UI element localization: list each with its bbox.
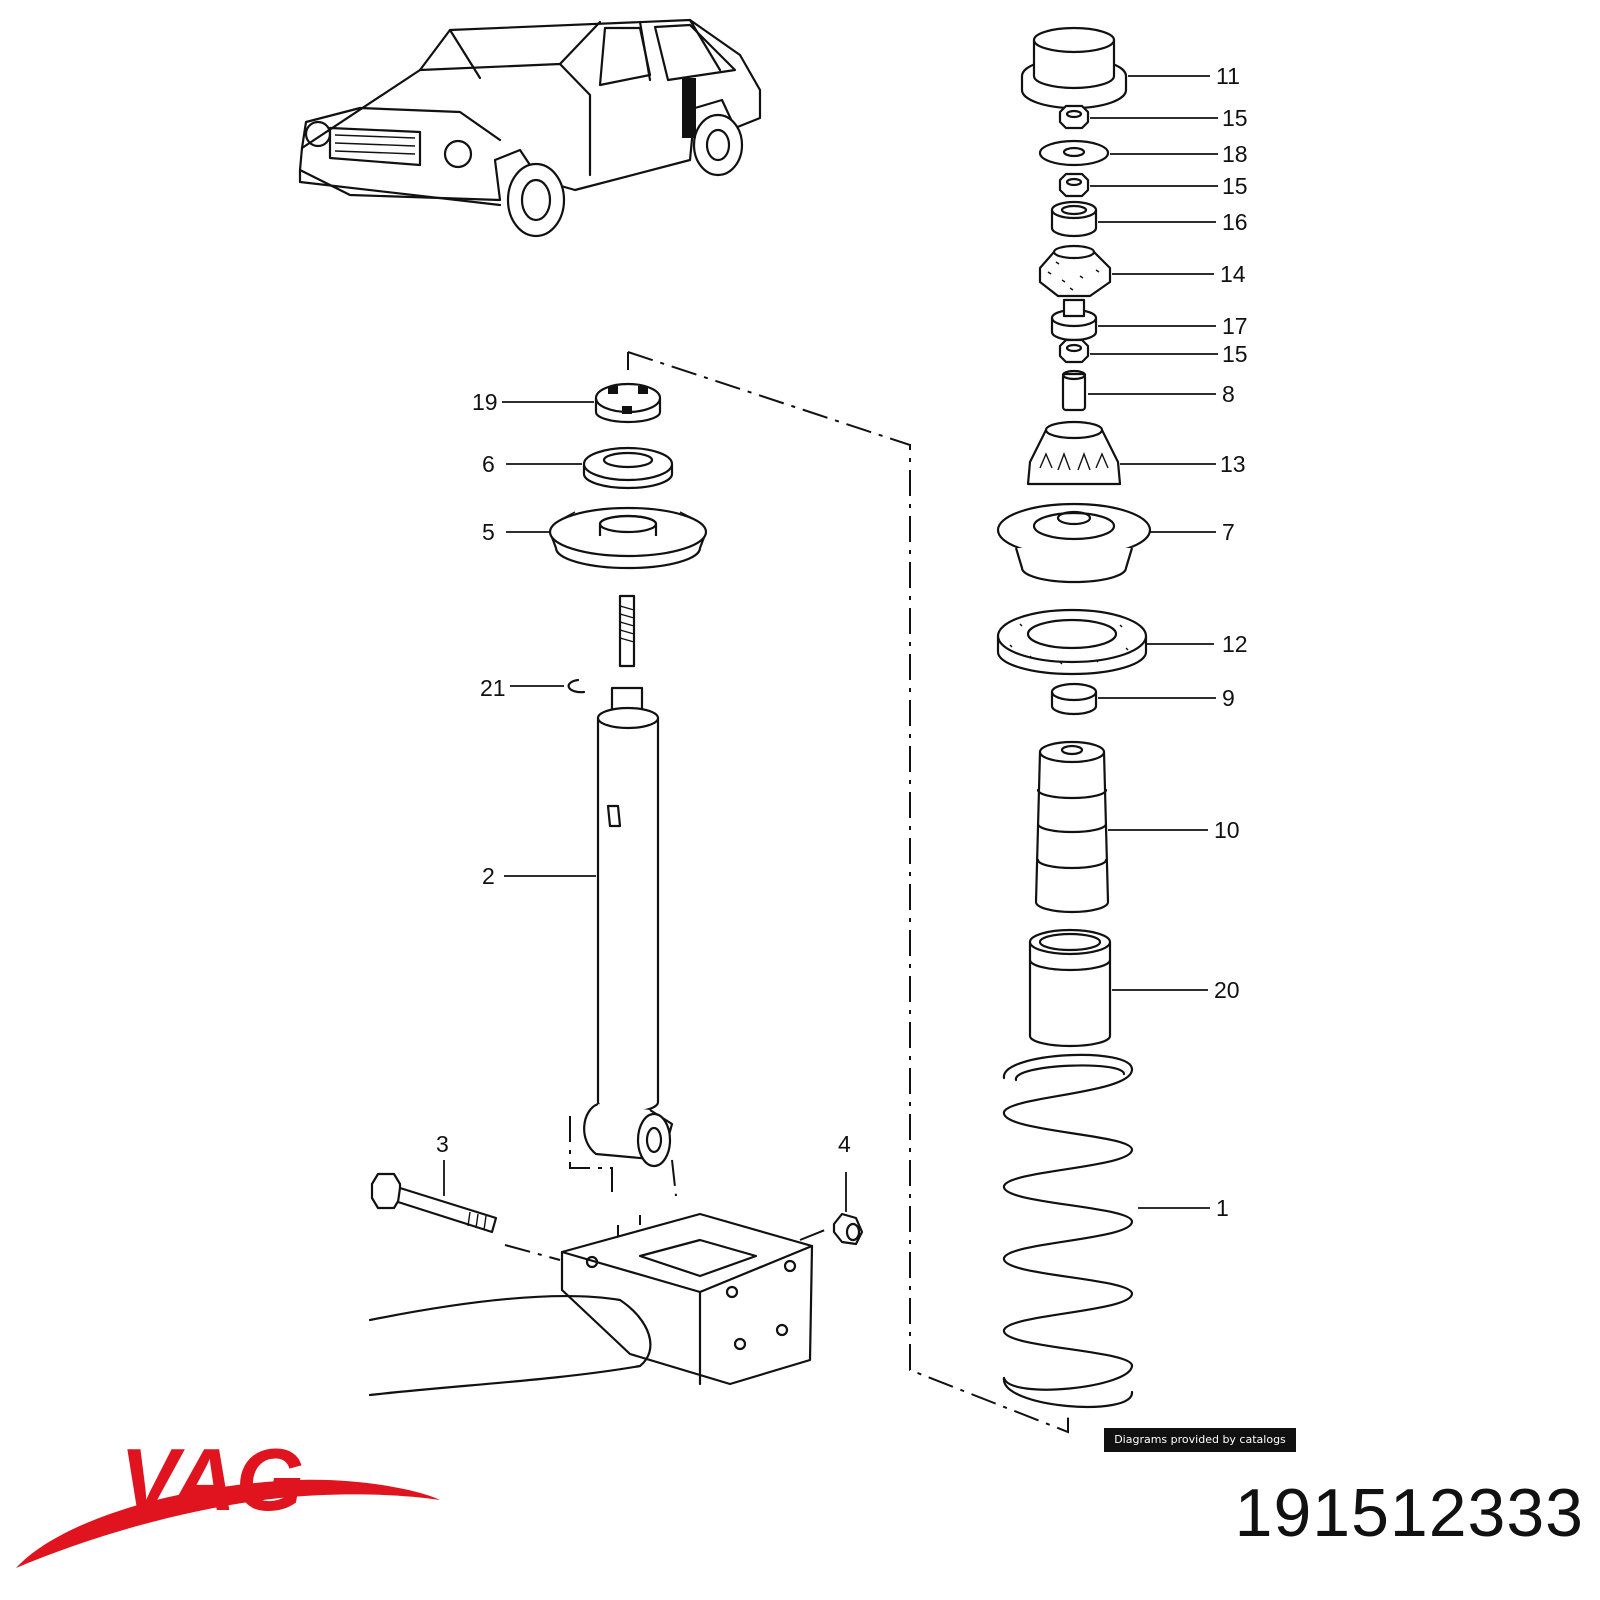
vag-logo-swoosh (16, 1479, 440, 1568)
callout-label-c15b: 15 (1222, 173, 1248, 199)
part-19-retainer (594, 382, 662, 424)
part-14-rubber-mount (1038, 244, 1112, 298)
callout-label-c3: 3 (436, 1131, 449, 1157)
callout-label-c4: 4 (838, 1131, 851, 1157)
callout-label-c14: 14 (1220, 261, 1246, 287)
callout-label-c20: 20 (1214, 977, 1240, 1003)
callout-label-c15c: 15 (1222, 341, 1248, 367)
callout-label-c11: 11 (1216, 63, 1240, 89)
part-15-nut-middle (1058, 172, 1090, 198)
part-6-bearing-ring (582, 446, 674, 490)
vag-logo: VAG (16, 1440, 440, 1568)
callout-label-c1: 1 (1216, 1195, 1229, 1221)
part-16-bushing (1050, 200, 1098, 238)
part-5-upper-plate (548, 506, 708, 570)
axle-beam-bracket (368, 1212, 814, 1397)
part-20-dust-boot (1028, 928, 1112, 1048)
callout-label-c17: 17 (1222, 313, 1248, 339)
callout-label-c9: 9 (1222, 685, 1235, 711)
callout-label-c13: 13 (1220, 451, 1246, 477)
part-1-coil-spring (1002, 1053, 1134, 1408)
callout-label-c7: 7 (1222, 519, 1235, 545)
part-3-bolt (370, 1172, 498, 1234)
part-2-shock-absorber (569, 594, 677, 1198)
part-13-upper-mount (1026, 420, 1122, 486)
callout-label-c10: 10 (1214, 817, 1240, 843)
part-17-spacer (1050, 298, 1098, 342)
callout-label-c21: 21 (480, 675, 506, 701)
callout-label-c18: 18 (1222, 141, 1248, 167)
part-4-nut (832, 1212, 864, 1246)
part-11-cap (1020, 26, 1128, 110)
vag-logo-text: VAG (120, 1440, 304, 1529)
part-10-bump-stop (1034, 740, 1110, 914)
part-18-washer (1038, 139, 1110, 167)
part-7-spring-seat (996, 502, 1152, 584)
part-15-nut-lower (1058, 338, 1090, 364)
part-number: 191512333 (1234, 1475, 1584, 1551)
part-8-sleeve (1061, 369, 1087, 412)
part-9-bump-washer (1050, 682, 1098, 716)
part-15-nut-top (1058, 104, 1090, 130)
callout-label-c12: 12 (1222, 631, 1248, 657)
part-21-circlip (567, 678, 586, 694)
callout-label-c2: 2 (482, 863, 495, 889)
callout-label-c8: 8 (1222, 381, 1235, 407)
diagram-credit-label: Diagrams provided by catalogs parts (1104, 1428, 1296, 1470)
part-12-rubber-pad (996, 608, 1148, 676)
callout-label-c16: 16 (1222, 209, 1248, 235)
callout-label-c19: 19 (472, 389, 498, 415)
callout-label-c15a: 15 (1222, 105, 1248, 131)
car-illustration (298, 18, 762, 238)
callout-label-c6: 6 (482, 451, 495, 477)
callout-label-c5: 5 (482, 519, 495, 545)
